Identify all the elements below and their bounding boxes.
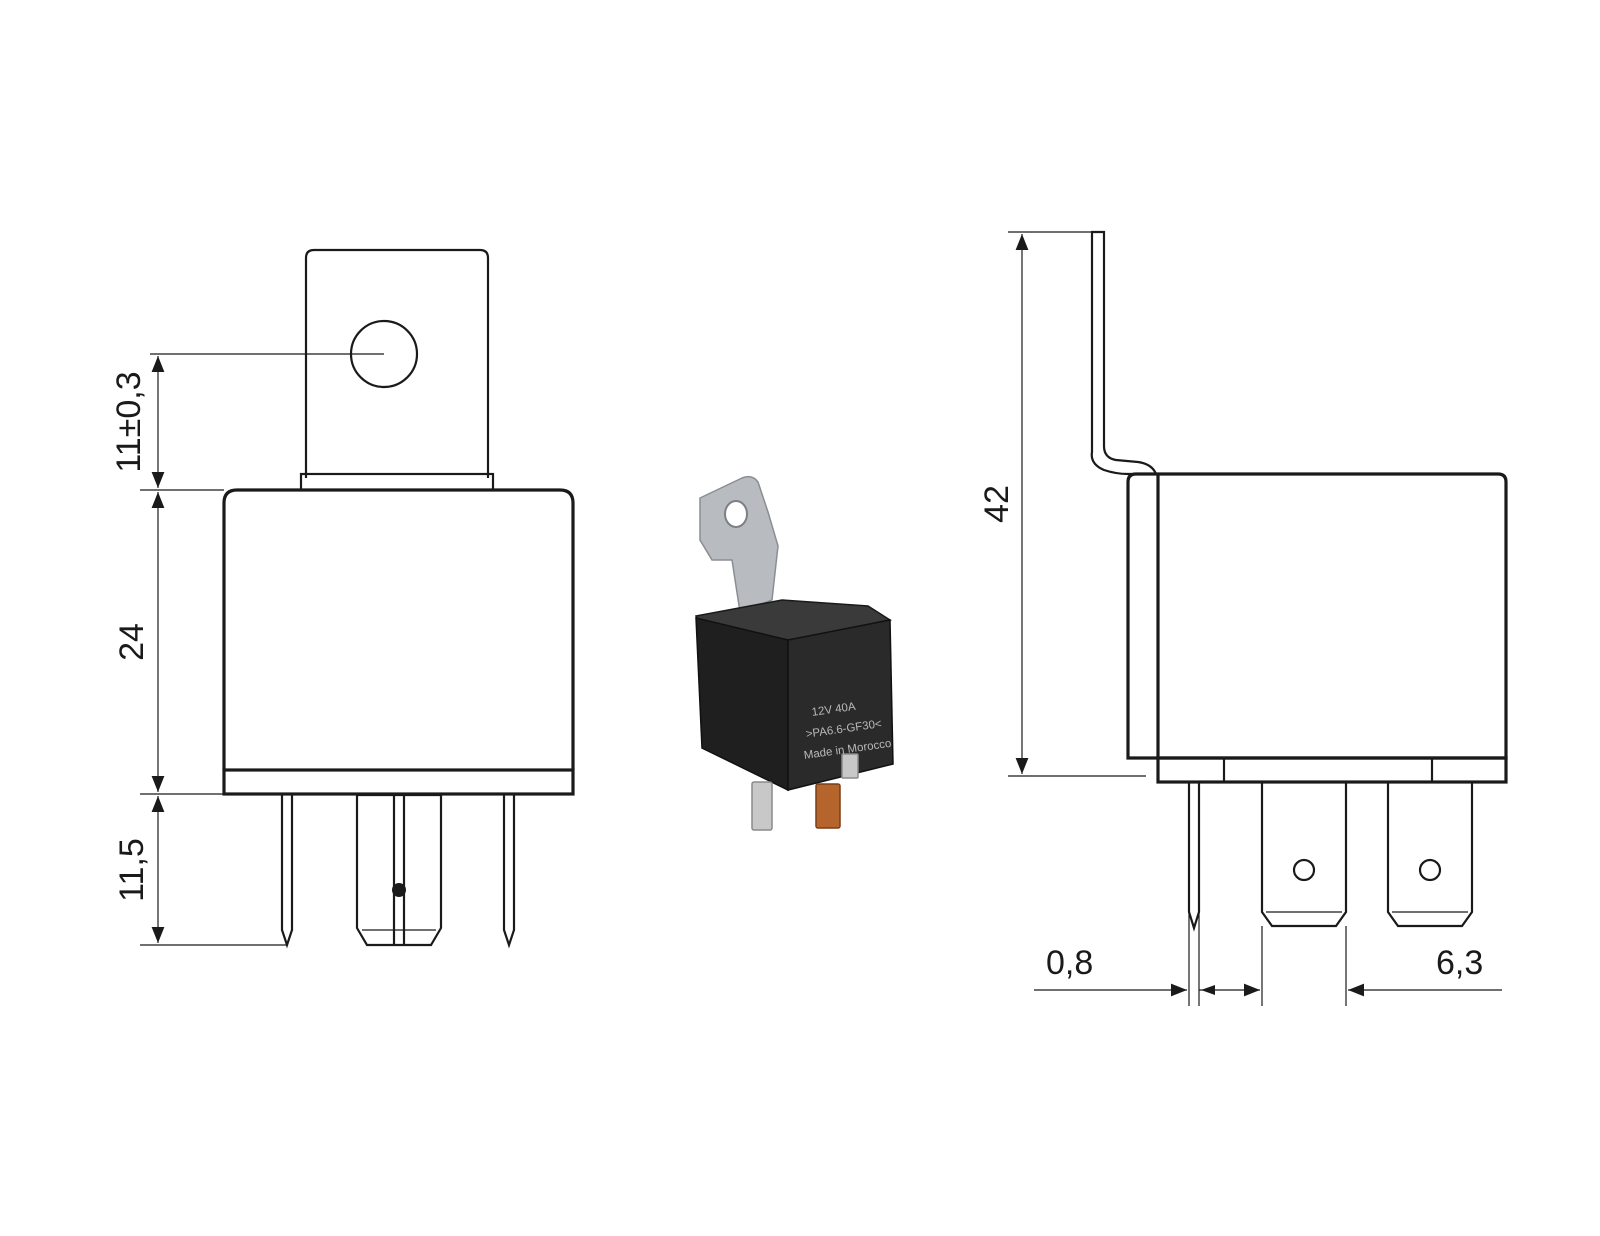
dim-pin-thickness: 0,8: [1046, 944, 1093, 982]
photo-terminal-copper: [815, 783, 841, 829]
front-view: 11±0,3 24 11,5: [110, 248, 575, 949]
dim-pin-width: 6,3: [1436, 944, 1483, 982]
photo-bracket-hole: [724, 500, 748, 528]
side-blade-1-hole: [1292, 858, 1316, 882]
side-blade-2: [1386, 782, 1474, 928]
housing-base: [222, 768, 575, 796]
photo-housing-right: [787, 619, 894, 791]
dim-tab-hole-offset: 11±0,3: [110, 371, 148, 472]
pin-left: [280, 795, 294, 949]
blade-dot: [392, 883, 406, 897]
side-bracket: [1090, 230, 1158, 476]
dim-pin-length: 11,5: [113, 838, 151, 902]
photo-bracket: [699, 475, 779, 614]
dim-overall-height: 42: [978, 485, 1016, 523]
pin-right: [502, 795, 516, 949]
dim-body-height: 24: [113, 623, 151, 661]
photo-terminal-silver: [751, 781, 773, 831]
side-blade-1: [1260, 782, 1348, 928]
relay-housing: [222, 488, 575, 770]
side-blade-2-hole: [1418, 858, 1442, 882]
tab-base: [299, 472, 495, 492]
mounting-tab: [304, 248, 490, 478]
side-base: [1156, 756, 1508, 784]
side-housing: [1126, 472, 1508, 760]
photo-housing-left: [695, 617, 789, 792]
photo-terminal-small: [841, 753, 859, 779]
side-pin-thin: [1187, 782, 1201, 932]
relay-photo: 12V 40A >PA6.6-GF30< Made in Morocco: [695, 475, 894, 831]
pin-center-blade: [355, 793, 443, 947]
side-view: 42 0,8 6,3: [978, 230, 1508, 1006]
